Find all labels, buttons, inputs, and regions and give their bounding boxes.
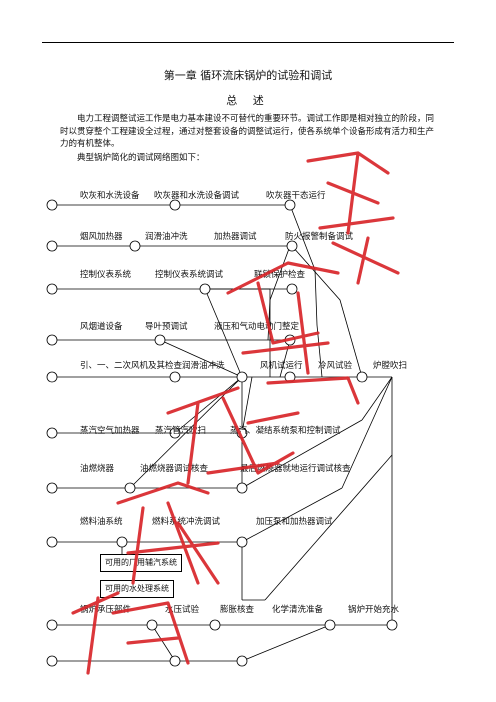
r3-label-c: 联锁保护检查 xyxy=(254,270,306,280)
r3-label-a: 控制仪表系统 xyxy=(80,270,132,280)
r6-label-c: 蒸汽、凝结系统泵和控制调试 xyxy=(230,426,341,436)
r9-label-c: 膨胀核查 xyxy=(220,605,255,615)
r2-label-c: 加热器调试 xyxy=(214,232,257,242)
r5-label-c: 冷风试验 xyxy=(318,361,353,371)
r9-label-a: 锅炉承压部件 xyxy=(80,605,132,615)
chapter-title: 第一章 循环流床锅炉的试验和调试 xyxy=(163,69,333,82)
header-rule xyxy=(42,42,454,43)
r8-label-c: 加压泵和加热器调试 xyxy=(256,517,333,527)
r7-label-b: 油燃烧器调试核查 xyxy=(140,464,209,474)
intro-paragraph: 电力工程调整试运工作是电力基本建设不可替代的重要环节。调试工作即是相对独立的阶段… xyxy=(60,113,440,151)
intro-text: 电力工程调整试运工作是电力基本建设不可替代的重要环节。调试工作即是相对独立的阶段… xyxy=(60,114,435,149)
r7-label-c: 最后燃烧器就地运行调试核查 xyxy=(240,464,351,474)
r1-label-c: 吹灰器干态运行 xyxy=(266,191,326,201)
r9-label-d: 化学清洗准备 xyxy=(272,605,324,615)
r5-label-d: 炉膛吹扫 xyxy=(373,361,408,371)
r1-label-b: 吹灰器和水洗设备调试 xyxy=(154,191,240,201)
aux-steam-box: 可用的厂用辅汽系统 xyxy=(100,554,182,572)
r2-label-d: 防火报警制备调试 xyxy=(285,232,354,242)
r8-label-b: 燃料系统冲洗调试 xyxy=(152,517,221,527)
r8-label-a: 燃料油系统 xyxy=(80,517,123,527)
intro-lead: 典型锅炉简化的调试网络图如下： xyxy=(60,152,440,165)
r4-label-c: 液压和气动电动门整定 xyxy=(214,322,300,332)
r4-label-b: 导叶预调试 xyxy=(145,322,188,332)
r3-label-b: 控制仪表系统调试 xyxy=(155,270,224,280)
r4-label-a: 风烟道设备 xyxy=(80,322,123,332)
r7-label-a: 油燃烧器 xyxy=(80,464,115,474)
r2-label-b: 润滑油冲洗 xyxy=(145,232,188,242)
water-treatment-box: 可用的水处理系统 xyxy=(100,580,174,598)
r5-label-a: 引、一、二次风机及其检查润滑油冲洗 xyxy=(80,361,225,371)
r9-label-b: 水压试验 xyxy=(165,605,200,615)
section-title: 总 述 xyxy=(226,94,270,107)
r6-label-a: 蒸汽空气加热器 xyxy=(80,426,140,436)
r9-label-e: 锅炉开始充水 xyxy=(348,605,400,615)
intro-lead-text: 典型锅炉简化的调试网络图如下： xyxy=(77,153,205,163)
r5-label-b: 风机试运行 xyxy=(260,361,303,371)
r6-label-b: 蒸汽管汽吹扫 xyxy=(155,426,207,436)
r2-label-a: 烟风加热器 xyxy=(80,232,123,242)
r1-label-a: 吹灰和水洗设备 xyxy=(80,191,140,201)
